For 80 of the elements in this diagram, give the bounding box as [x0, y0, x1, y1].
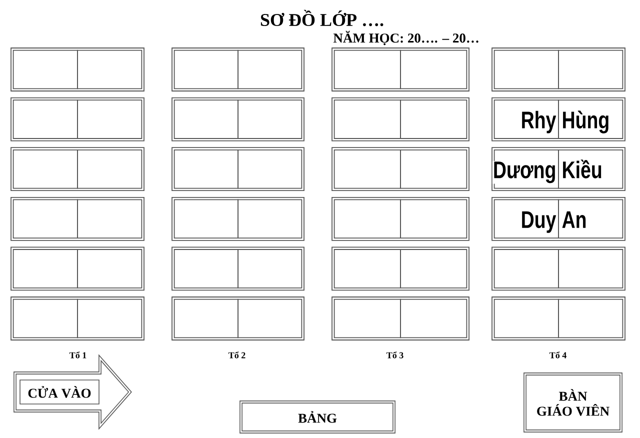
desk-box: [332, 246, 470, 291]
seat-box: [12, 199, 78, 239]
board-box: BẢNG: [240, 400, 396, 434]
desk-box: [172, 296, 304, 340]
seat-box: [400, 100, 468, 139]
seat-box: [334, 100, 401, 139]
desk-box: [172, 48, 304, 92]
seat-box: [558, 50, 624, 90]
seat-box: [400, 199, 468, 239]
desk-box: [492, 147, 626, 192]
school-year-label: NĂM HỌC: 20…. – 20…: [333, 30, 478, 46]
desk-box: [332, 296, 470, 340]
desk-box: [10, 246, 144, 291]
desk-box: [492, 196, 626, 241]
seat-box: [494, 50, 559, 90]
seat-box: [174, 149, 238, 189]
seat-box: [12, 298, 78, 338]
seat-box: [558, 298, 624, 338]
seat-box: [174, 100, 238, 139]
seat-box: [12, 100, 78, 139]
group-label: Tổ 2: [228, 352, 246, 358]
teacher-desk-box: BÀN GIÁO VIÊN: [524, 372, 622, 432]
seat-box: [77, 249, 142, 288]
desk-box: [172, 196, 304, 241]
seat-box: [334, 298, 401, 338]
seat-box: [558, 249, 624, 288]
seat-box: [400, 149, 468, 189]
student-name: Hùng: [561, 110, 610, 134]
student-name: Duy: [520, 210, 557, 234]
seat-box: [334, 199, 401, 239]
seat-box: [77, 149, 142, 189]
desk-box: [492, 246, 626, 291]
group-label: Tổ 1: [70, 352, 86, 358]
seat-box: [238, 149, 302, 189]
desk-box: [10, 196, 144, 241]
group-label: Tổ 3: [386, 352, 404, 358]
seat-box: [334, 249, 401, 288]
seat-box: [238, 199, 302, 239]
seat-box: [12, 50, 78, 90]
student-name: Kiều: [561, 159, 603, 179]
seat-box: [334, 149, 401, 189]
desk-box: [10, 147, 144, 192]
seat-box: [12, 149, 78, 189]
desk-box: [172, 97, 304, 142]
seat-box: [77, 199, 142, 239]
seat-box: [174, 50, 238, 90]
desk-box: [492, 48, 626, 92]
desk-box: [492, 296, 626, 340]
desk-box: [332, 196, 470, 241]
seat-box: [400, 298, 468, 338]
desk-box: [332, 97, 470, 142]
seat-box: [238, 100, 302, 139]
seat-box: [238, 249, 302, 288]
seat-box: [400, 249, 468, 288]
seat-box: [494, 249, 559, 288]
seat-box: [238, 50, 302, 90]
desk-box: [10, 296, 144, 340]
title: SƠ ĐỒ LỚP ….: [260, 10, 384, 26]
seat-box: [238, 298, 302, 338]
seat-box: [400, 50, 468, 90]
desk-box: [172, 246, 304, 291]
desk-box: [10, 48, 144, 92]
student-name: Dương: [492, 160, 557, 184]
seat-box: [77, 100, 142, 139]
seat-box: [494, 298, 559, 338]
group-label: Tổ 4: [550, 352, 566, 358]
student-name: Rhy: [520, 110, 557, 134]
seat-box: [334, 50, 401, 90]
seat-box: [12, 249, 78, 288]
seat-box: [174, 249, 238, 288]
desk-box: [332, 147, 470, 192]
seat-box: [174, 199, 238, 239]
desk-box: [172, 147, 304, 192]
desk-box: [332, 48, 470, 92]
seat-box: [77, 50, 142, 90]
student-name: An: [561, 210, 588, 228]
desk-box: [10, 97, 144, 142]
desk-box: [492, 97, 626, 142]
seat-box: [77, 298, 142, 338]
seat-box: [174, 298, 238, 338]
